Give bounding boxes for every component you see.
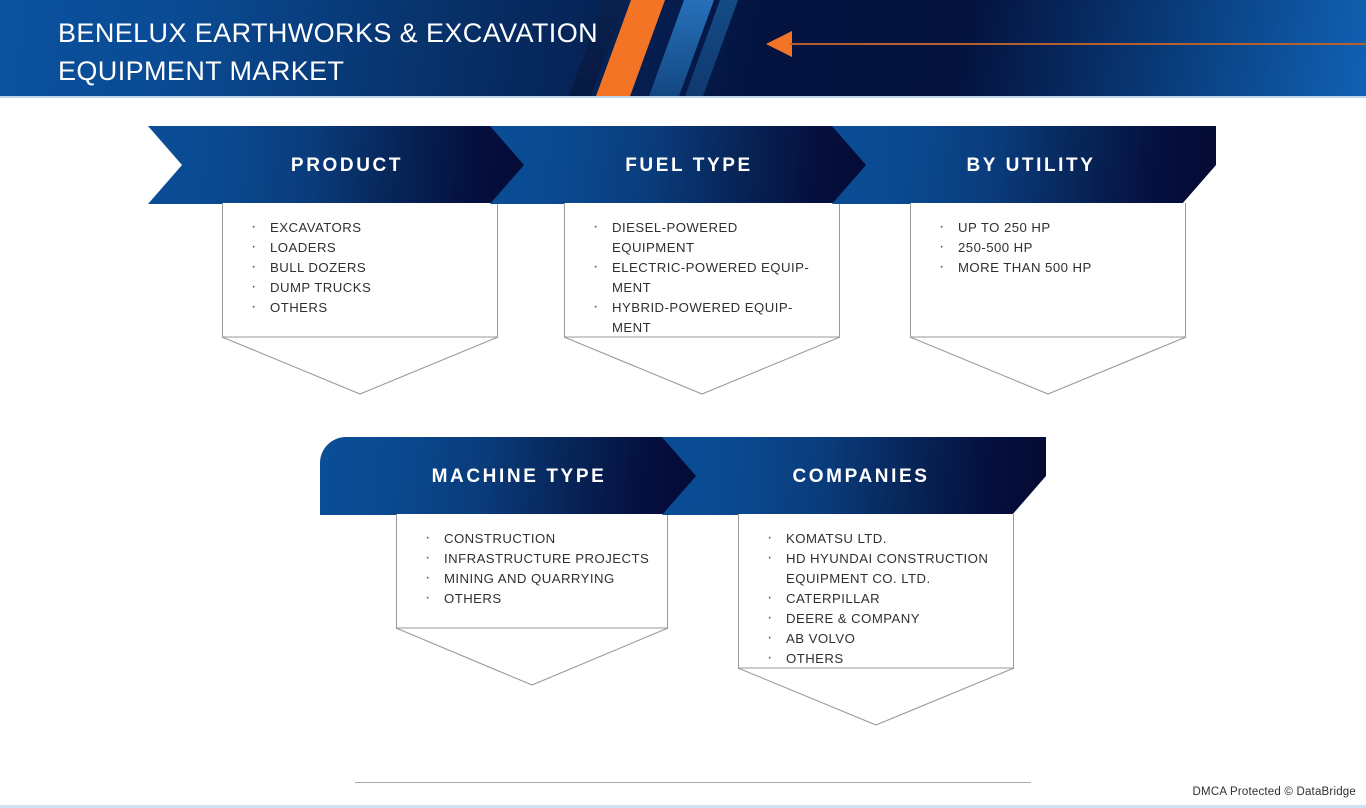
group-machine-type-card-point — [395, 627, 669, 686]
list-item: 250-500 HP — [939, 237, 1169, 258]
list-item: UP TO 250 HP — [939, 217, 1169, 238]
page-header: BENELUX EARTHWORKS & EXCAVATION EQUIPMEN… — [0, 0, 1366, 96]
arrow-rule — [790, 43, 1366, 45]
group-companies-list: KOMATSU LTD. HD HYUNDAI CONSTRUCTION EQU… — [739, 514, 1013, 669]
group-by-utility-list: UP TO 250 HP 250-500 HP MORE THAN 500 HP — [911, 203, 1185, 278]
list-item: CATERPILLAR — [767, 588, 997, 609]
list-item: LOADERS — [251, 237, 481, 258]
group-machine-type-card: CONSTRUCTION INFRASTRUCTURE PROJECTS MIN… — [396, 514, 668, 629]
group-by-utility-card: UP TO 250 HP 250-500 HP MORE THAN 500 HP — [910, 203, 1186, 338]
group-machine-type-list: CONSTRUCTION INFRASTRUCTURE PROJECTS MIN… — [397, 514, 667, 609]
list-item: OTHERS — [251, 297, 481, 318]
group-product-banner[interactable]: PRODUCT — [148, 126, 532, 204]
list-item: MINING AND QUARRYING — [425, 568, 651, 589]
list-item: ELECTRIC-POWERED EQUIP-MENT — [593, 257, 823, 298]
group-companies-card-point — [737, 667, 1015, 726]
group-companies-card: KOMATSU LTD. HD HYUNDAI CONSTRUCTION EQU… — [738, 514, 1014, 669]
group-product-list: EXCAVATORS LOADERS BULL DOZERS DUMP TRUC… — [223, 203, 497, 318]
group-by-utility-title: BY UTILITY — [966, 155, 1096, 176]
list-item: MORE THAN 500 HP — [939, 257, 1169, 278]
header-underline — [0, 96, 1366, 98]
footer-copyright: DMCA Protected © DataBridge — [1192, 786, 1356, 798]
group-companies-title: COMPANIES — [792, 466, 930, 487]
group-by-utility-banner[interactable]: BY UTILITY — [832, 126, 1216, 204]
list-item: INFRASTRUCTURE PROJECTS — [425, 548, 651, 569]
group-fuel-type-list: DIESEL-POWERED EQUIPMENT ELECTRIC-POWERE… — [565, 203, 839, 338]
list-item: OTHERS — [767, 648, 997, 669]
list-item: KOMATSU LTD. — [767, 528, 997, 549]
list-item: OTHERS — [425, 588, 651, 609]
group-fuel-type-card-point — [563, 336, 841, 395]
group-fuel-type-card: DIESEL-POWERED EQUIPMENT ELECTRIC-POWERE… — [564, 203, 840, 338]
list-item: DIESEL-POWERED EQUIPMENT — [593, 217, 823, 258]
group-fuel-type-title: FUEL TYPE — [625, 155, 753, 176]
group-machine-type-title: MACHINE TYPE — [431, 466, 607, 487]
list-item: BULL DOZERS — [251, 257, 481, 278]
list-item: AB VOLVO — [767, 628, 997, 649]
group-fuel-type-banner[interactable]: FUEL TYPE — [490, 126, 874, 204]
list-item: DEERE & COMPANY — [767, 608, 997, 629]
page-title: BENELUX EARTHWORKS & EXCAVATION EQUIPMEN… — [58, 18, 599, 87]
group-product-card-point — [221, 336, 499, 395]
group-product-card: EXCAVATORS LOADERS BULL DOZERS DUMP TRUC… — [222, 203, 498, 338]
list-item: CONSTRUCTION — [425, 528, 651, 549]
list-item: HYBRID-POWERED EQUIP-MENT — [593, 297, 823, 338]
left-arrow-icon — [766, 31, 792, 57]
group-machine-type-banner[interactable]: MACHINE TYPE — [320, 437, 704, 515]
group-product-title: PRODUCT — [290, 155, 404, 176]
list-item: DUMP TRUCKS — [251, 277, 481, 298]
group-companies-banner[interactable]: COMPANIES — [662, 437, 1046, 515]
list-item: HD HYUNDAI CONSTRUCTION EQUIPMENT CO. LT… — [767, 548, 997, 589]
list-item: EXCAVATORS — [251, 217, 481, 238]
bottom-edge-accent — [0, 805, 1366, 808]
group-by-utility-card-point — [909, 336, 1187, 395]
footer-divider — [355, 782, 1031, 783]
